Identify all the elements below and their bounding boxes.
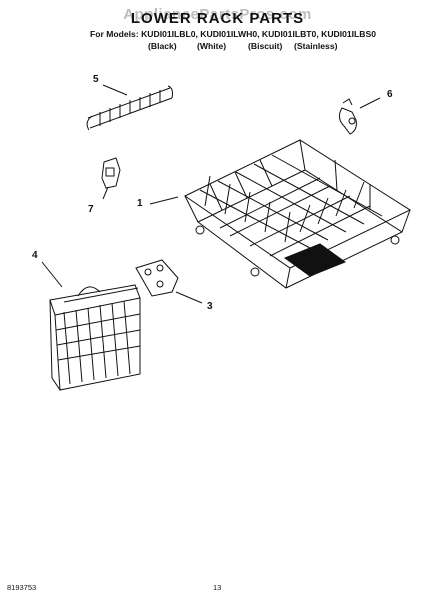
color-label-white: (White) xyxy=(197,41,227,51)
document-number: 8193753 xyxy=(7,583,37,592)
watermark-text: AppliancePartsPros.com xyxy=(123,6,312,23)
callout-5: 5 xyxy=(93,74,99,85)
callout-7: 7 xyxy=(88,204,94,215)
page-title: LOWER RACK PARTS xyxy=(130,10,305,27)
models-line: For Models: KUDI01ILBL0, KUDI01ILWH0, KU… xyxy=(90,29,377,39)
part-1-lower-rack xyxy=(149,139,412,289)
callout-1: 1 xyxy=(137,198,143,209)
callout-6: 6 xyxy=(387,89,393,100)
color-label-stainless: (Stainless) xyxy=(294,41,338,51)
callout-4: 4 xyxy=(32,250,38,261)
color-label-biscuit: (Biscuit) xyxy=(248,41,283,51)
part-3-wheel-assembly xyxy=(135,259,203,304)
part-6-clip xyxy=(338,97,381,135)
color-label-black: (Black) xyxy=(148,41,177,51)
part-5-rack-strip xyxy=(86,84,173,131)
callout-3: 3 xyxy=(207,301,213,312)
page-number: 13 xyxy=(213,583,222,592)
part-4-silverware-basket xyxy=(41,261,141,391)
part-7-bracket xyxy=(101,157,121,200)
